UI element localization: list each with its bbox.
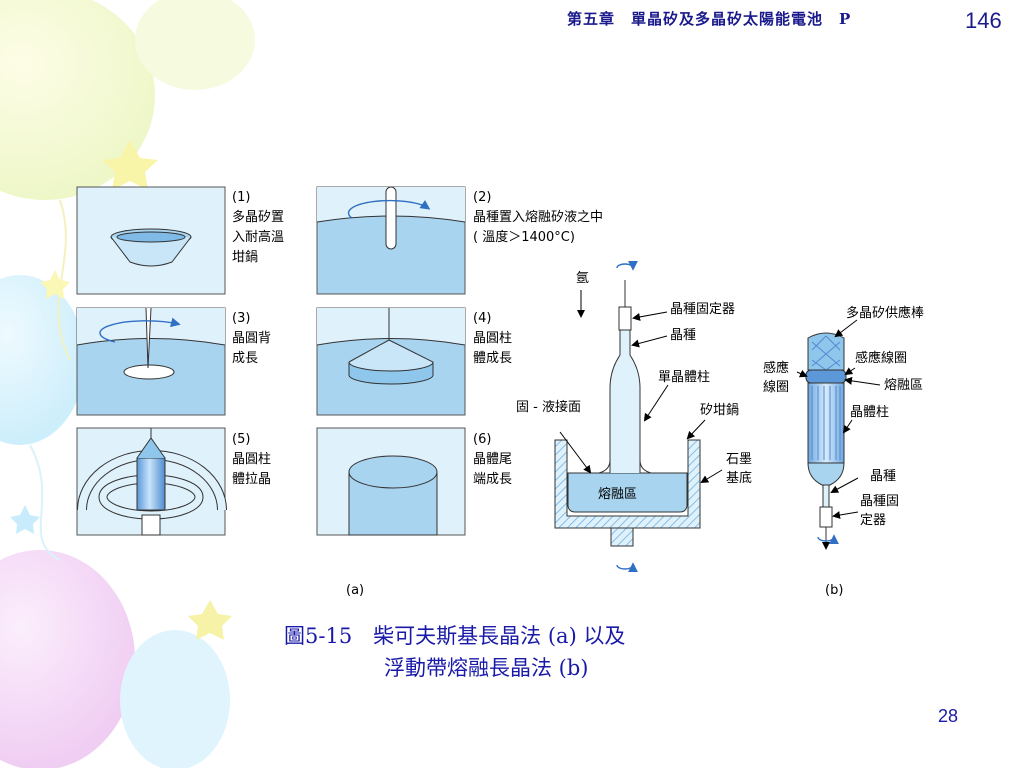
step-2-number: (2) bbox=[473, 190, 491, 205]
step-6-panel bbox=[316, 427, 466, 536]
step-3-line-1: 晶圓背 bbox=[232, 331, 271, 346]
step-3-panel bbox=[76, 307, 226, 416]
label-ingot: 單晶體柱 bbox=[658, 370, 710, 385]
figure-caption: 圖5-15 柴可夫斯基長晶法 (a) 以及 浮動帶熔融長晶法 (b) bbox=[284, 620, 625, 684]
star-yellow bbox=[188, 600, 232, 640]
step-1-line-1: 多晶矽置 bbox=[232, 209, 284, 225]
balloon-blue bbox=[0, 275, 85, 445]
label-coil-right: 感應線圈 bbox=[855, 350, 907, 366]
label-melt-zone: 熔融區 bbox=[598, 487, 637, 502]
chapter-header: 第五章 單晶矽及多晶矽太陽能電池 P bbox=[567, 10, 852, 28]
label-interface: 固 - 液接面 bbox=[516, 399, 581, 415]
caption-line-1: 圖5-15 柴可夫斯基長晶法 (a) 以及 bbox=[284, 624, 626, 648]
step-4-line-1: 晶圓柱 bbox=[473, 331, 512, 346]
step-6-number: (6) bbox=[473, 432, 491, 447]
figure-a-label: (a) bbox=[346, 583, 364, 598]
step-1-line-3: 坩鍋 bbox=[232, 249, 258, 265]
step-4-panel bbox=[316, 307, 466, 416]
step-5-number: (5) bbox=[232, 432, 250, 447]
czochralski-labels: 氬 晶種固定器 晶種 單晶體柱 固 - 液接面 矽坩鍋 石墨 基底 熔融區 bbox=[516, 271, 752, 502]
balloon-string bbox=[29, 444, 61, 561]
float-zone-apparatus bbox=[796, 319, 881, 550]
caption-line-2: 浮動帶熔融長晶法 (b) bbox=[384, 656, 589, 680]
star-yellow bbox=[102, 140, 158, 190]
step-3-number: (3) bbox=[232, 311, 250, 326]
step-2-panel bbox=[316, 186, 466, 295]
step-5-line-1: 晶圓柱 bbox=[232, 452, 271, 467]
step-labels: (1) 多晶矽置 入耐高溫 坩鍋 (2) 晶種置入熔融矽液之中 ( 溫度＞140… bbox=[232, 190, 603, 487]
balloon-string bbox=[57, 199, 71, 361]
step-4-line-2: 體成長 bbox=[473, 351, 512, 366]
label-feed-rod: 多晶矽供應棒 bbox=[846, 305, 924, 321]
balloon-yellow bbox=[0, 0, 155, 200]
step-1-number: (1) bbox=[232, 190, 250, 205]
label-coil-left-1: 感應 bbox=[763, 360, 789, 376]
label-gas: 氬 bbox=[576, 271, 589, 286]
step-3-line-2: 成長 bbox=[232, 351, 258, 366]
step-2-line-2: ( 溫度＞1400°C) bbox=[473, 229, 575, 245]
star-blue bbox=[10, 505, 40, 534]
step-6-line-2: 端成長 bbox=[473, 472, 512, 487]
balloon-yellow-2 bbox=[135, 0, 255, 90]
label-crucible: 矽坩鍋 bbox=[700, 402, 739, 418]
float-zone-labels: 多晶矽供應棒 感應 線圈 感應線圈 熔融區 晶體柱 晶種 晶種固 定器 bbox=[763, 305, 924, 528]
page-number: 28 bbox=[938, 706, 959, 726]
step-1-panel bbox=[76, 186, 226, 295]
step-6-line-1: 晶體尾 bbox=[473, 452, 512, 467]
label-crystal: 晶體柱 bbox=[850, 405, 889, 420]
step-1-line-2: 入耐高溫 bbox=[232, 229, 284, 245]
label-melt-zone-b: 熔融區 bbox=[884, 378, 923, 393]
label-graphite-2: 基底 bbox=[726, 470, 752, 486]
step-5-line-2: 體拉晶 bbox=[232, 472, 271, 487]
step-4-number: (4) bbox=[473, 311, 491, 326]
figure-b-label: (b) bbox=[825, 583, 843, 598]
czochralski-apparatus bbox=[554, 260, 723, 573]
label-seed: 晶種 bbox=[670, 327, 696, 343]
label-holder-1: 晶種固 bbox=[860, 493, 899, 509]
label-seed-holder: 晶種固定器 bbox=[670, 301, 735, 317]
step-5-panel bbox=[76, 427, 227, 536]
label-graphite-1: 石墨 bbox=[726, 452, 752, 467]
header-page-ref: 146 bbox=[965, 8, 1002, 33]
label-seed-b: 晶種 bbox=[870, 468, 896, 484]
label-holder-2: 定器 bbox=[860, 513, 886, 528]
label-coil-left-2: 線圈 bbox=[763, 379, 789, 395]
step-2-line-1: 晶種置入熔融矽液之中 bbox=[473, 209, 603, 225]
star-yellow bbox=[40, 270, 70, 299]
balloon-purple bbox=[0, 550, 135, 768]
balloon-blue-2 bbox=[120, 630, 230, 768]
